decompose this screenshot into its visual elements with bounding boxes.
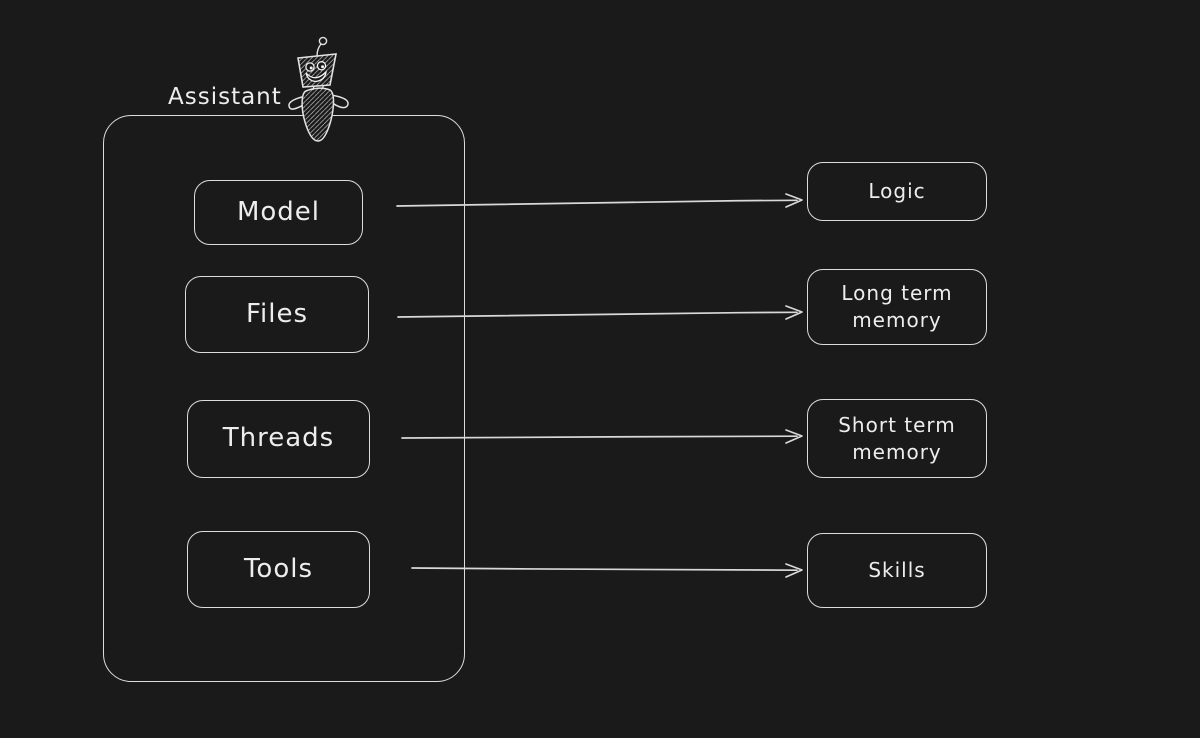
- node-skills: Skills: [807, 533, 987, 608]
- node-files-label: Files: [245, 298, 309, 329]
- node-threads-label: Threads: [222, 423, 335, 454]
- assistant-group-container: [103, 115, 465, 682]
- node-short-term-memory: Short term memory: [807, 399, 987, 478]
- node-skills-label: Skills: [868, 558, 926, 582]
- edge-tools-skills: [411, 563, 803, 578]
- node-short-term-memory-label: Short term memory: [838, 412, 956, 464]
- node-long-term-memory-label: Long term memory: [841, 281, 953, 332]
- node-files: Files: [185, 276, 369, 353]
- robot-doodle-icon: [278, 32, 362, 154]
- node-long-term-memory: Long term memory: [807, 269, 987, 345]
- node-logic-label: Logic: [868, 179, 926, 203]
- node-threads: Threads: [187, 400, 370, 478]
- node-tools-label: Tools: [243, 553, 314, 584]
- node-model-label: Model: [236, 196, 321, 227]
- node-tools: Tools: [187, 531, 370, 608]
- node-logic: Logic: [807, 162, 987, 221]
- node-model: Model: [194, 180, 363, 245]
- assistant-group-label: Assistant: [168, 84, 282, 110]
